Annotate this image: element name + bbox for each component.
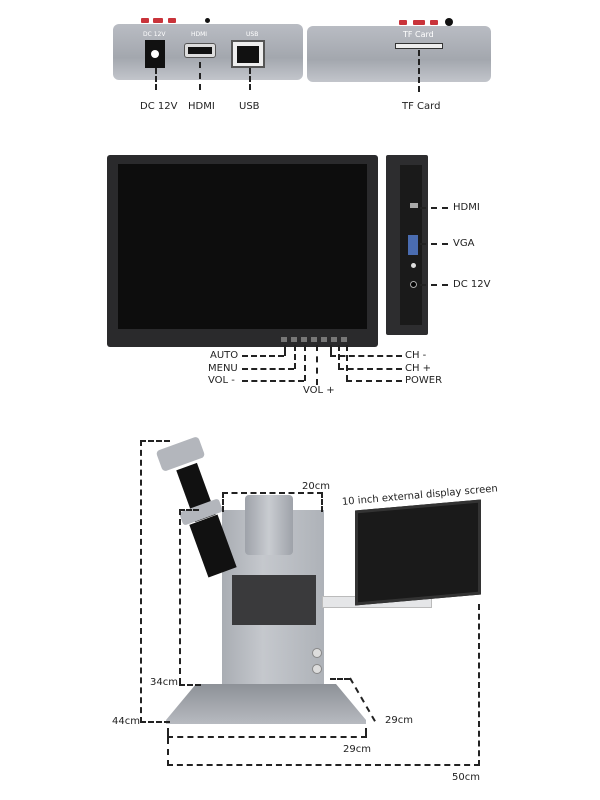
monitor-side xyxy=(386,155,428,335)
dim-column-height: 34cm xyxy=(150,677,178,688)
usb-port-label: USB xyxy=(246,31,259,38)
dim-total-width: 50cm xyxy=(452,772,480,783)
monitor-dc-callout: DC 12V xyxy=(453,279,491,290)
tf-card-printed: TF Card xyxy=(403,30,434,39)
dc-callout: DC 12V xyxy=(140,101,178,112)
hdmi-port xyxy=(184,43,216,58)
monitor-screen xyxy=(118,164,367,329)
tf-card-slot xyxy=(395,43,443,49)
dim-base-width: 29cm xyxy=(343,744,371,755)
dim-base-depth: 29cm xyxy=(385,715,413,726)
stand-touchscreen xyxy=(232,575,316,625)
vol-plus-callout: VOL + xyxy=(303,385,335,396)
usb-callout: USB xyxy=(239,101,260,112)
ch-plus-callout: CH + xyxy=(405,363,432,374)
external-display xyxy=(355,499,481,606)
menu-button-callout: MENU xyxy=(208,363,238,374)
monitor-front xyxy=(107,155,378,347)
dim-top-width: 20cm xyxy=(302,481,330,492)
monitor-hdmi-callout: HDMI xyxy=(453,202,480,213)
stand-base xyxy=(166,684,366,724)
power-callout: POWER xyxy=(405,375,443,386)
auto-button-callout: AUTO xyxy=(210,350,239,361)
hdmi-callout: HDMI xyxy=(188,101,215,112)
dc-port xyxy=(145,40,165,68)
io-box-front: DC 12V HDMI USB xyxy=(113,18,303,80)
io-box-side: TF Card xyxy=(307,18,491,82)
hdmi-port-label: HDMI xyxy=(191,31,208,38)
tf-card-callout: TF Card xyxy=(402,101,441,112)
usb-port xyxy=(231,40,265,68)
monitor-vga-callout: VGA xyxy=(453,238,475,249)
vol-minus-callout: VOL - xyxy=(208,375,235,386)
light-head xyxy=(245,495,293,555)
dim-total-height: 44cm xyxy=(112,716,140,727)
dc-port-label: DC 12V xyxy=(143,31,166,38)
ch-minus-callout: CH - xyxy=(405,350,427,361)
